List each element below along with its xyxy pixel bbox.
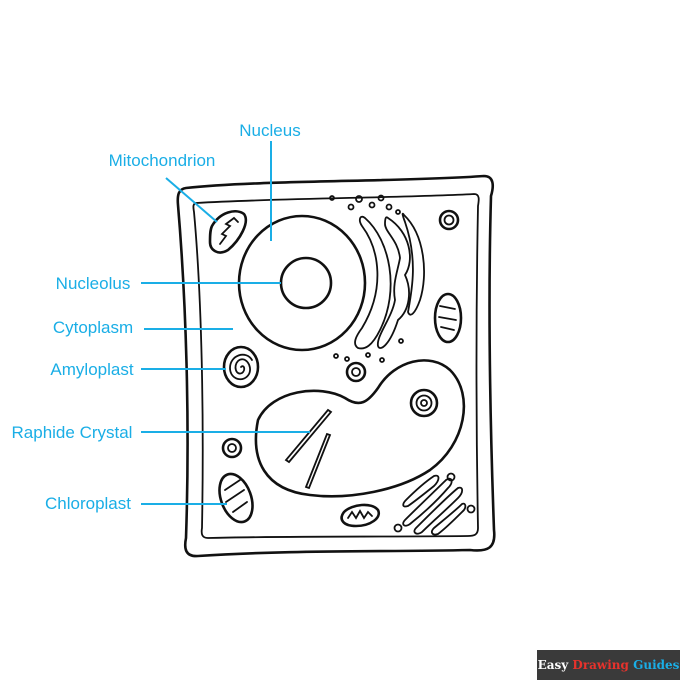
label-chloroplast: Chloroplast <box>45 494 131 513</box>
label-nucleus: Nucleus <box>239 121 300 140</box>
golgi-apparatus <box>402 474 467 536</box>
label-cytoplasm: Cytoplasm <box>53 318 133 337</box>
small-organelles <box>221 209 476 533</box>
label-nucleolus: Nucleolus <box>56 274 131 293</box>
label-mitochondrion: Mitochondrion <box>109 151 216 170</box>
chloroplast <box>218 472 254 524</box>
vacuole <box>254 359 466 498</box>
brand-logo: Easy Drawing Guides <box>537 650 680 680</box>
mitochondrion <box>208 210 248 254</box>
vesicles <box>329 194 404 363</box>
logo-word-easy: Easy <box>537 658 569 672</box>
endoplasmic-reticulum <box>354 212 425 350</box>
mitochondrion <box>340 503 381 528</box>
raphide-crystal <box>304 432 332 490</box>
amyloplast <box>222 345 260 389</box>
logo-word-guides: Guides <box>633 658 680 672</box>
raphide-crystal <box>284 408 333 464</box>
label-raphide-crystal: Raphide Crystal <box>12 423 133 442</box>
cell-wall <box>176 174 496 558</box>
cell-membrane <box>192 193 480 539</box>
logo-word-drawing: Drawing <box>572 658 629 672</box>
chloroplast <box>433 292 463 344</box>
nucleolus <box>279 256 333 310</box>
leader-line-mitochondrion <box>165 177 218 223</box>
label-amyloplast: Amyloplast <box>50 360 133 379</box>
